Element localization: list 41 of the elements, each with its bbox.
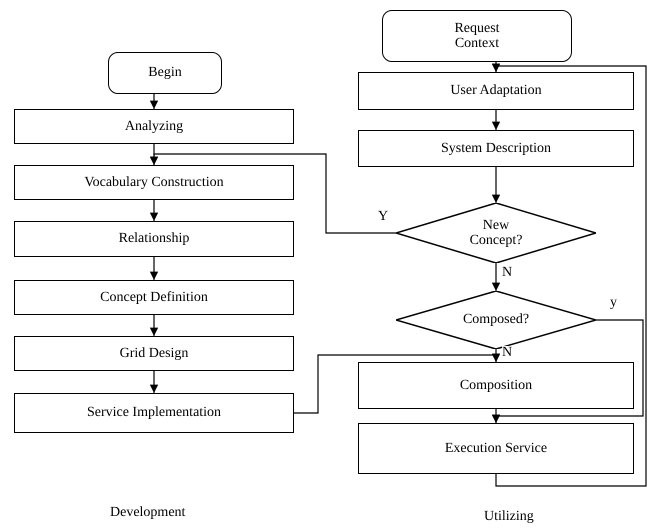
arrow [150,371,158,393]
process-box [14,393,294,433]
node-label: New Concept? [468,218,524,248]
terminal-box [382,10,572,62]
node-label: Execution Service [444,440,548,456]
process-box [14,109,294,144]
node-label: Relationship [118,231,190,247]
process-box [14,165,294,200]
node-label: Vocabulary Construction [84,174,224,190]
node-label: Service Implementation [86,405,222,421]
section-caption: Utilizing [484,510,534,524]
arrow [150,94,158,109]
process-box [358,423,634,474]
process-box [14,280,294,315]
node-label: Grid Design [120,346,188,362]
node-label: Concept Definition [100,290,208,306]
terminal-box [108,52,222,94]
node-label: System Description [440,140,552,156]
arrow [294,354,500,414]
arrow [492,263,500,291]
arrow [150,315,158,336]
arrow [150,153,396,234]
arrow [492,167,500,203]
node-label: Request Context [453,20,501,52]
arrow [150,257,158,280]
node-label: Composition [460,378,532,394]
process-box [14,336,294,371]
section-caption: Development [110,506,186,520]
process-box [358,72,634,110]
node-label: Analyzing [124,118,184,134]
arrow [150,200,158,221]
node-label: User Adaptation [450,83,542,99]
arrow [492,110,500,130]
process-box [358,130,634,167]
node-label: Composed? [462,312,530,328]
arrow [492,64,647,487]
process-box [358,362,634,409]
decision-diamond [396,203,596,263]
arrow [492,409,500,423]
node-label: Begin [148,65,182,81]
process-box [14,221,294,257]
